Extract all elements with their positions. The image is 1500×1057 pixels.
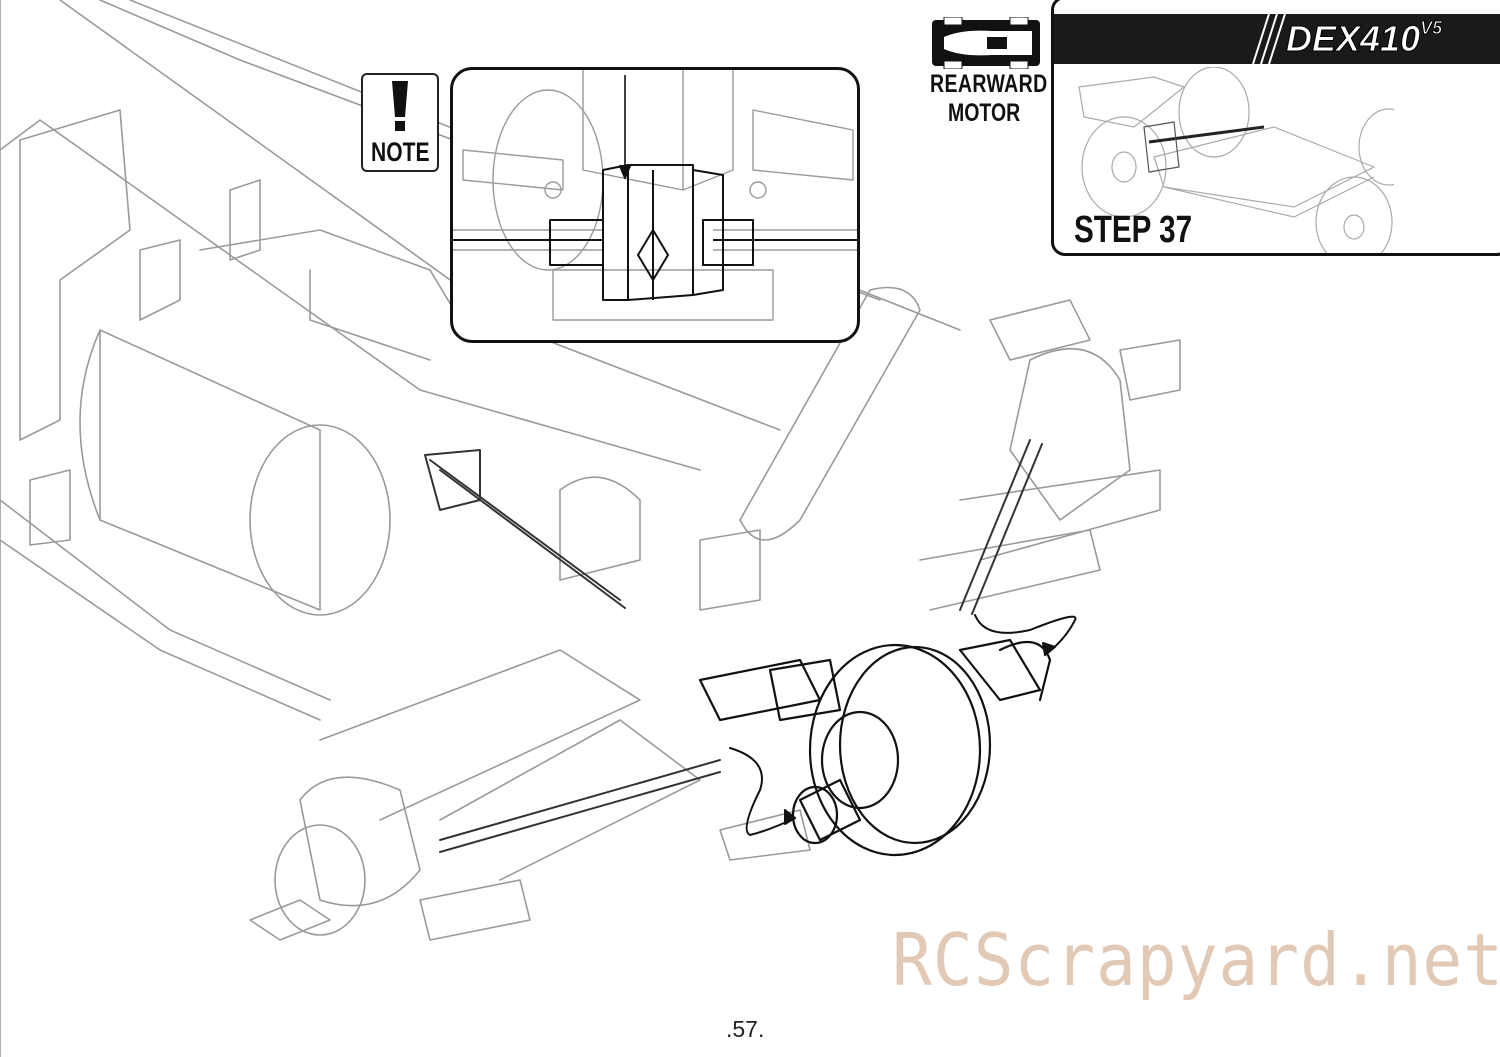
buggy-overview-illustration — [1078, 67, 1394, 253]
slash-decoration — [1252, 14, 1286, 64]
step-header: DEX410V5 STEP 37 — [1051, 0, 1500, 256]
page-number: .57. — [726, 1016, 765, 1042]
step-title: STEP 37 — [1074, 209, 1193, 251]
note-badge: NOTE — [361, 73, 439, 172]
brand-version: V5 — [1420, 18, 1443, 39]
differential-part — [698, 638, 1052, 857]
watermark: RCScrapyard.net — [892, 918, 1500, 1002]
inset-differential-view — [453, 70, 857, 321]
install-arrows — [729, 614, 1077, 836]
rearward-label: REARWARD — [930, 70, 1048, 98]
rearward-motor-chassis-icon — [932, 17, 1040, 69]
detail-inset — [450, 67, 860, 343]
brand-logo: DEX410V5 — [1285, 18, 1443, 60]
note-label: NOTE — [371, 137, 430, 167]
brand-logo-text: DEX410 — [1285, 18, 1421, 60]
motor-label: MOTOR — [948, 99, 1021, 127]
exclamation-icon — [392, 81, 408, 131]
